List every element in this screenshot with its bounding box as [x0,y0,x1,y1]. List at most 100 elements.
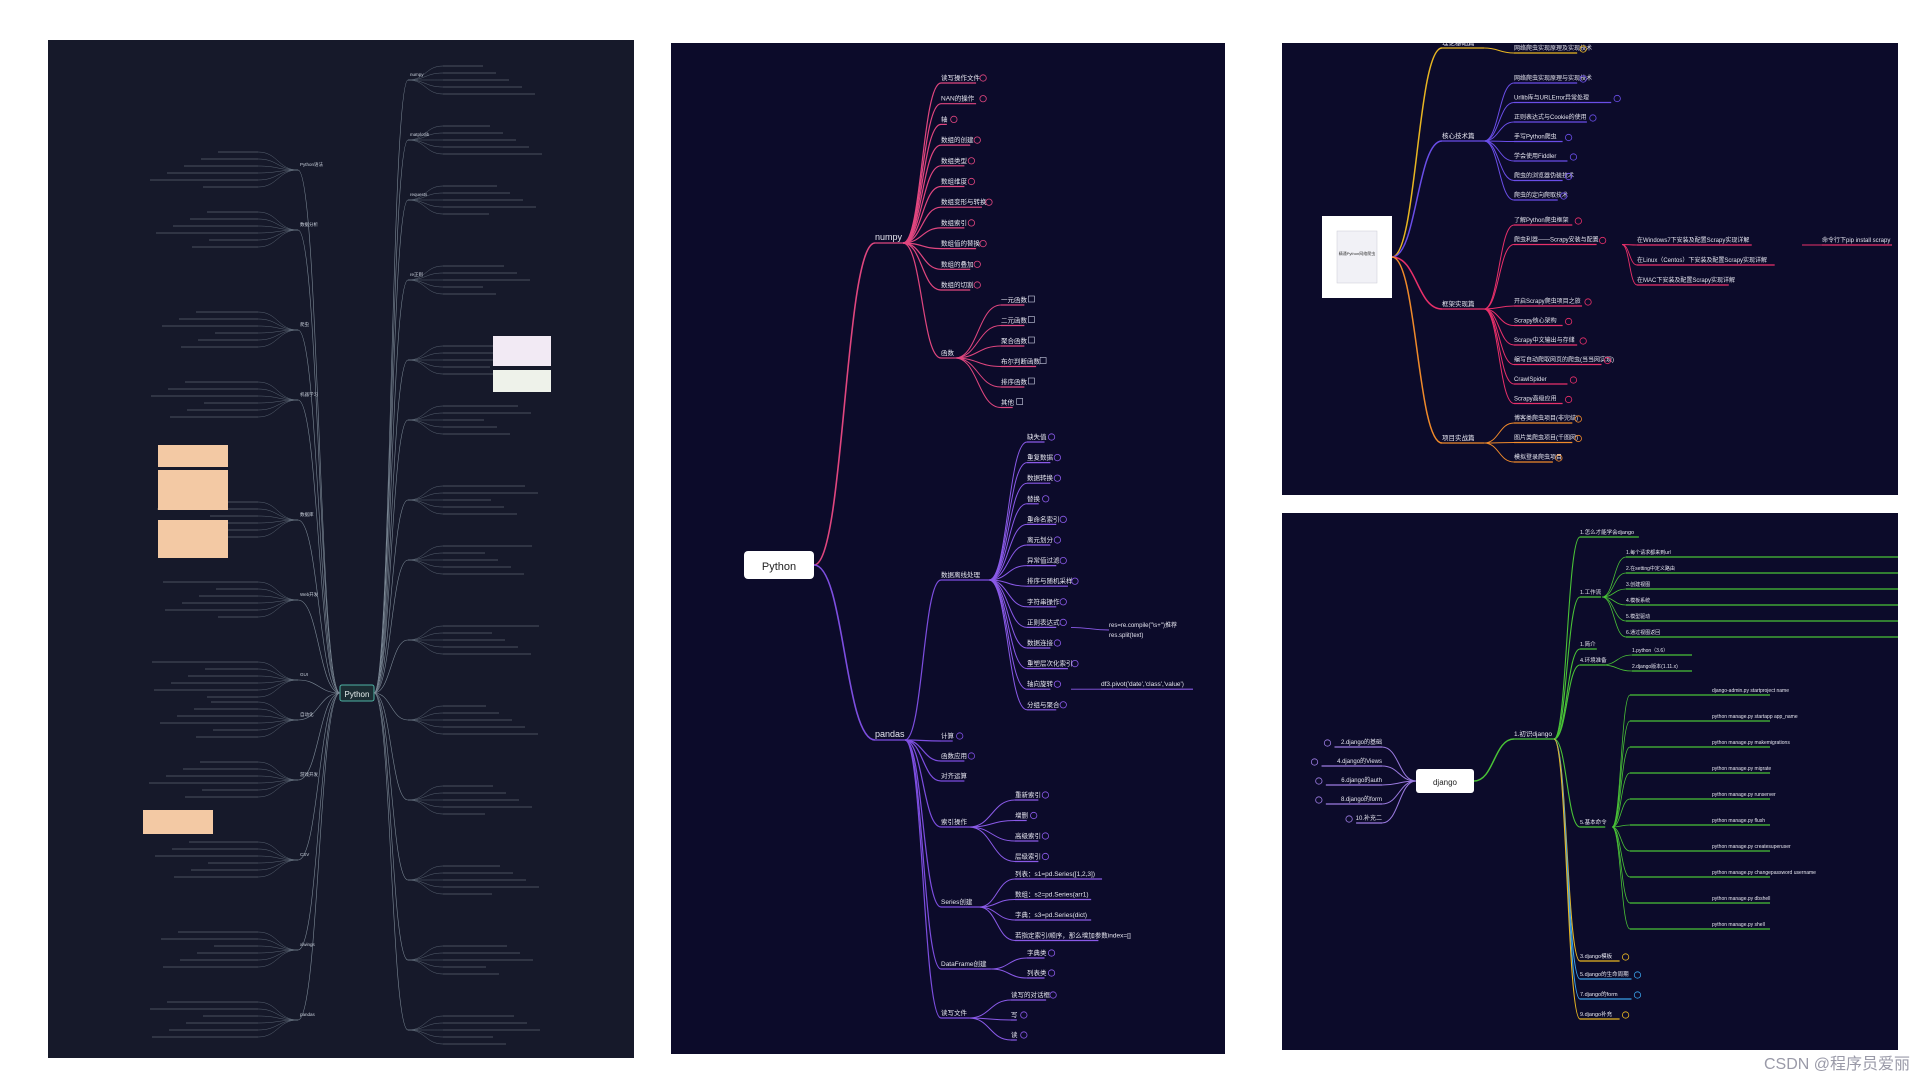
note-icon [1028,377,1035,385]
branch-label: matplotlib [410,132,430,137]
numpy-label: numpy [875,232,903,242]
connector-item [1483,308,1515,404]
pandas-rw-item: 读 [1011,1030,1018,1039]
connector-index [968,799,1016,828]
django-main-label: 1.初识django [1514,729,1552,738]
connector-leaf [407,345,444,361]
count-badge-icon [1569,376,1578,384]
count-badge-icon [1059,556,1067,565]
connector-leaf [407,139,444,155]
mindmap-canvas-left: PythonPython语法数据分析爬虫机器学习数据库Web开发GUI自动化游戏… [143,65,551,1045]
count-badge-icon [1621,1011,1630,1019]
code-snippet-image [158,445,228,467]
connector-right [373,279,409,694]
section-item: 图片类爬虫项目(千图网) [1514,434,1578,442]
connector-leaf [407,132,444,141]
command-item: python manage.py createsuperuser [1712,844,1791,850]
connector-leaf [257,151,299,171]
numpy-item: 数组的创建 [941,135,974,144]
connector-pandas-item [904,579,942,741]
count-badge-icon [973,260,981,268]
connector-leaf [407,872,444,881]
pandas-top-item: 计算 [941,731,955,740]
connector-right [373,559,409,694]
connector-leaf [407,712,444,721]
connector-leaf [407,865,444,881]
connector-cmd [1611,826,1631,930]
count-badge-icon [1633,971,1642,979]
connector-cmd [1611,798,1631,828]
connector-leaf [407,719,444,735]
pandas-cleaning-item: 数据转换 [1027,473,1054,482]
branch-label: Python语法 [300,161,324,168]
csdn-watermark: CSDN @程序员爱丽 [1763,1056,1910,1073]
count-badge-icon [967,177,975,186]
connector-leaf [257,761,299,781]
connector-numpy-item [902,144,942,244]
connector-leaf [407,785,444,801]
count-badge-icon [1041,832,1049,840]
connector-leaf [407,492,444,501]
count-badge-icon [1053,680,1061,688]
connector-section [1391,47,1443,258]
connector-cleaning [988,441,1028,581]
pandas-df-item: 列表类 [1027,968,1047,977]
count-badge-icon [1621,953,1630,961]
connector-leaf [257,841,299,861]
branch-label: numpy [410,72,424,77]
connector-install [1621,244,1638,266]
pandas-cleaning-item: 排序与随机采样 [1027,576,1073,585]
count-badge-icon [1049,991,1057,999]
connector-section [1391,256,1443,310]
command-item: python manage.py startapp app_name [1712,714,1798,720]
connector-leaf [407,412,444,421]
connector-item [1483,308,1515,385]
connector-right [1553,536,1581,740]
numpy-item: 轴 [941,114,948,123]
pandas-df-item: 字典类 [1027,948,1047,957]
connector-item [1483,121,1515,142]
connector-pandas [813,564,876,741]
connector-numpy-item [902,242,942,359]
connector-func [954,357,1002,408]
connector-leaf [407,499,444,515]
connector-left [297,692,341,1021]
book-title: 精通Python网络爬虫 [1339,250,1375,256]
section-item: Scrapy高级应用 [1514,395,1557,403]
numpy-item: 数组类型 [941,156,968,165]
connector-pandas-item [904,739,942,970]
count-badge-icon [1053,536,1061,544]
connector-cmd [1611,826,1631,878]
count-badge-icon [1053,474,1061,482]
count-badge-icon [1599,236,1607,245]
section-item: 编写自动爬取网页的爬虫(当当网实现) [1514,356,1614,364]
connector-leaf [257,848,299,861]
connector-leaf [257,701,299,721]
connector-leaf [257,399,299,418]
note-icon [1028,316,1035,323]
connector-left [297,229,341,694]
connector-left [297,599,341,694]
connector-leaf [257,768,299,781]
connector-leaf [257,218,299,231]
connector-numpy-item [902,82,942,244]
connector-leaf [257,661,299,681]
connector-install [1621,244,1638,286]
count-badge-icon [1574,434,1582,443]
connector-leaf [257,318,299,331]
django-left-item: 4.django的Views [1337,757,1382,765]
connector-leaf [407,265,444,281]
pandas-index-item: 增删 [1015,811,1028,820]
connector-left [297,399,341,694]
branch-label: re正则 [410,271,424,278]
connector-series [978,906,1016,941]
connector-leaf [407,139,444,148]
pandas-cleaning-item: 离元划分 [1027,535,1054,544]
pandas-cleaning-item: 数据连接 [1027,638,1054,647]
command-item: python manage.py shell [1712,922,1765,928]
count-badge-icon [967,157,975,165]
root-node-box [744,551,814,579]
connector-left [297,692,341,781]
count-badge-icon [950,115,958,124]
count-badge-icon [973,136,981,144]
